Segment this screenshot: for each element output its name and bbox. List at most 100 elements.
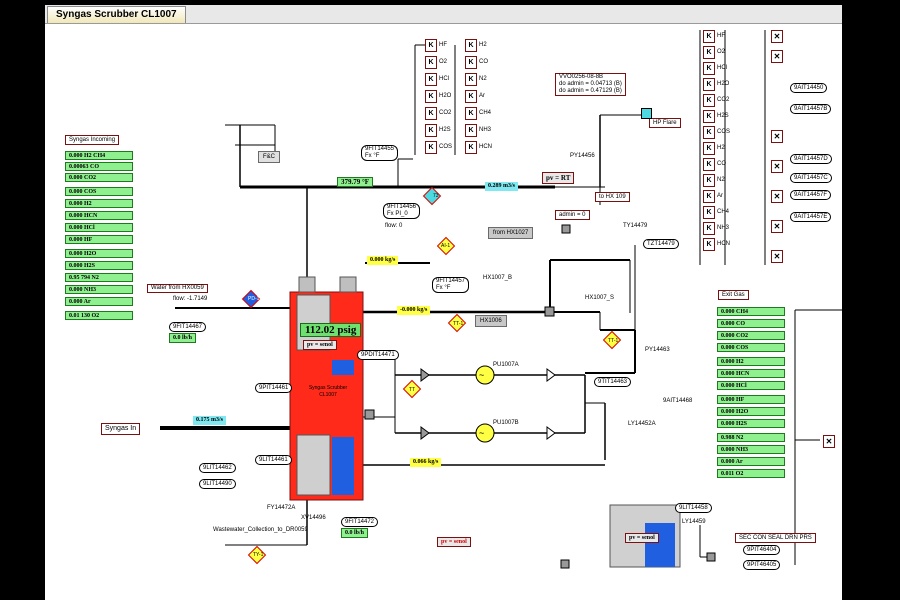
analyzer-k-button[interactable]: K [703,158,715,171]
analyzer-k-button[interactable]: K [425,39,437,52]
analyzer-tag[interactable]: 9AIT14457D [790,154,832,164]
exit-row: 0.000 CO2 [717,331,785,340]
exit-row: 0.011 O2 [717,469,785,478]
analyzer-k-button[interactable]: K [703,222,715,235]
analyzer-k-button[interactable]: K [465,124,477,137]
analyzer-k-button[interactable]: K [425,90,437,103]
analyzer-k-button[interactable]: K [703,174,715,187]
flow-main-value: 379.79 °F [337,177,374,187]
pit2-tag: 9AIT14468 [663,398,693,404]
yellow-flow-2: -0.000 kg/s [397,306,431,315]
analyzer-k-button[interactable]: K [703,62,715,75]
br-ly-tag: LY14459 [682,519,706,525]
hx-tag[interactable]: to HX 109 [595,192,630,202]
analyzer-k-button[interactable]: K [465,107,477,120]
analyzer-k-button[interactable]: K [425,73,437,86]
analyzer-k-button[interactable]: K [425,107,437,120]
pv-rt-text: pv = RT [546,174,571,182]
syngas-in-tag[interactable]: Syngas In [101,423,141,435]
analyzer-k-button[interactable]: K [425,124,437,137]
analyzer-label: N2 [717,177,725,183]
pdt-tag[interactable]: 9PDIT14471 [357,350,399,360]
seal-sig2[interactable]: 9PIT46405 [743,560,781,570]
hx1006-button[interactable]: HX1006 [475,315,507,327]
pv-senol[interactable]: pv = senol [303,340,337,350]
fit2-tag[interactable]: 9FIT14456 Fx PI_0 [383,203,421,219]
diamond-ai: AI-1 [441,243,451,249]
ti-tag[interactable]: 9TIT14463 [594,377,632,387]
hp-flare-tag[interactable]: HP Flare [649,118,681,128]
pv-senol-text: pv = senol [307,342,333,348]
exit-row: 0.000 HCl [717,381,785,390]
vvo-box[interactable]: VVO0256-08-8B do admin = 0.04713 (B) do … [555,73,626,96]
analyzer-k-button[interactable]: K [465,73,477,86]
analyzer-k-button[interactable]: K [703,30,715,43]
pv-tank-text: pv = senol [629,535,655,541]
analyzer-label: H2 [717,145,725,151]
pv-rt[interactable]: pv = RT [542,172,575,184]
close-icon[interactable]: ✕ [771,130,783,143]
lit-tag[interactable]: 9LIT14461 [255,455,292,465]
pump-icon[interactable]: ~ [479,370,485,380]
analyzer-label: CO [479,59,488,65]
water-from-tag[interactable]: Water from HX0059 [147,284,208,293]
fit-left-tag[interactable]: 9FIT14467 [169,322,207,332]
analyzer-tag[interactable]: 9AIT14457C [790,173,832,183]
analyzer-k-button[interactable]: K [703,190,715,203]
incoming-row: 0.000 COS [65,187,133,196]
small-box[interactable]: F&C [258,151,280,163]
analyzer-tag[interactable]: 9AIT14450 [790,83,828,93]
fit-top-sub: Fx °F [365,153,380,159]
diamond-left-label: PD-1 [248,296,260,302]
close-icon[interactable]: ✕ [771,160,783,173]
analyzer-k-button[interactable]: K [703,110,715,123]
hmi-screen: Syngas Scrubber CL1007 [45,5,842,600]
analyzer-k-button[interactable]: K [703,238,715,251]
tab-syngas-scrubber[interactable]: Syngas Scrubber CL1007 [47,6,186,23]
analyzer-k-button[interactable]: K [703,94,715,107]
lit3-tag[interactable]: 9LIT14462 [199,463,236,473]
analyzer-k-button[interactable]: K [703,142,715,155]
analyzer-label: NH3 [479,127,492,133]
analyzer-k-button[interactable]: K [465,141,477,154]
close-icon[interactable]: ✕ [771,250,783,263]
seal-sig1[interactable]: 9PIT46404 [743,545,781,555]
close-icon[interactable]: ✕ [771,50,783,63]
analyzer-k-button[interactable]: K [703,126,715,139]
br-lit-tag[interactable]: 9LIT14458 [675,503,712,513]
close-icon[interactable]: ✕ [771,30,783,43]
vessel-title: Syngas Scrubber CL1007 [308,385,348,398]
tz-tag[interactable]: TZT14479 [643,239,679,249]
pv-senol2[interactable]: pv = senol [437,537,471,547]
analyzer-tag[interactable]: 9AIT14457E [790,212,832,222]
analyzer-k-button[interactable]: K [425,56,437,69]
admin-tag[interactable]: admin = 0 [555,210,590,220]
analyzer-k-button[interactable]: K [703,78,715,91]
pit-tag[interactable]: 9PIT14461 [255,383,293,393]
analyzer-label: H2O [439,93,452,99]
lit4-tag[interactable]: 9LIT14490 [199,479,236,489]
fit-top-tag[interactable]: 9FIT14455 Fx °F [361,145,399,161]
fit3-tag[interactable]: 9FIT14457 Fx °F [432,277,470,293]
analyzer-k-button[interactable]: K [465,90,477,103]
pump-b-label: PU1007B [493,420,519,426]
close-icon[interactable]: ✕ [823,435,835,448]
analyzer-k-button[interactable]: K [465,39,477,52]
analyzer-label: H2S [717,113,729,119]
diamond-bottom-label: TY-1 [253,552,264,558]
analyzer-k-button[interactable]: K [703,46,715,59]
analyzer-k-button[interactable]: K [703,206,715,219]
incoming-row: 0.000 H2 CH4 [65,151,133,160]
close-icon[interactable]: ✕ [771,220,783,233]
pump-icon[interactable]: ~ [479,428,485,438]
analyzer-k-button[interactable]: K [425,141,437,154]
analyzer-label: COS [439,144,453,150]
vvo-line: do admin = 0.04713 (B) [559,81,622,87]
from-hx-button[interactable]: from HX1027 [488,227,534,239]
analyzer-tag[interactable]: 9AIT14457B [790,104,832,114]
close-icon[interactable]: ✕ [771,190,783,203]
analyzer-tag[interactable]: 9AIT14457F [790,190,832,200]
pv-tank[interactable]: pv = senol [625,533,659,543]
fit4-tag[interactable]: 9FIT14472 [341,517,379,527]
analyzer-k-button[interactable]: K [465,56,477,69]
